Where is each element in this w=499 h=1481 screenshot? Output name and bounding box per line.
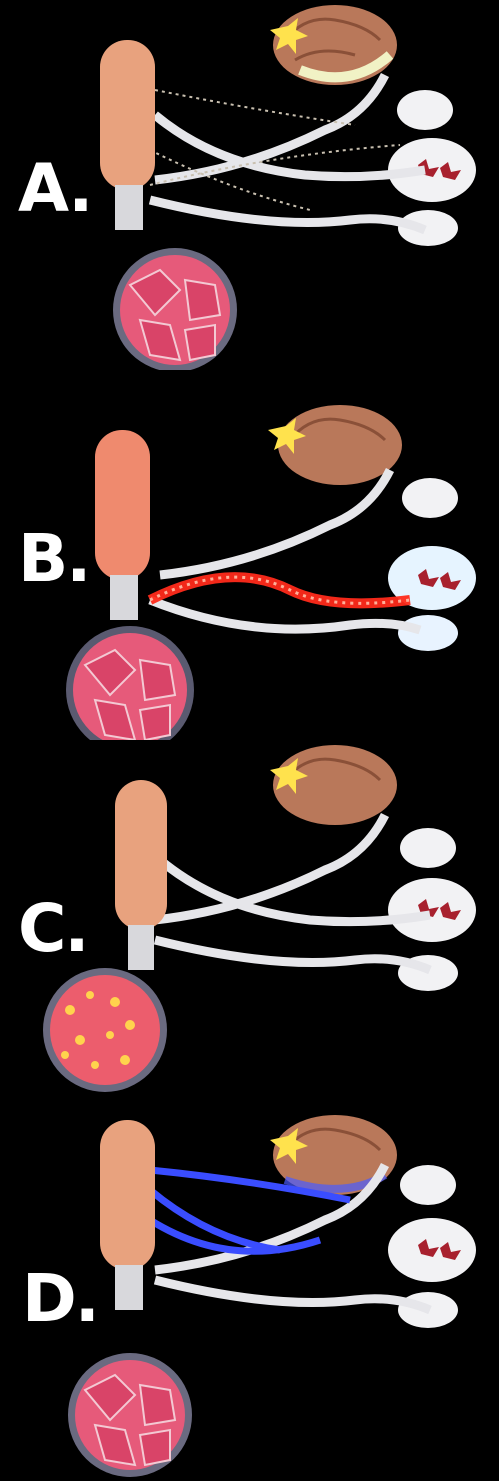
muscle-cross-section	[50, 975, 160, 1085]
panel-label-d: D.	[22, 1260, 98, 1337]
panel-d: D.	[0, 1110, 499, 1481]
panel-label-c: C.	[18, 890, 88, 967]
panel-label-b: B.	[18, 520, 89, 597]
finger	[100, 1120, 155, 1270]
nerve-ribbons	[150, 75, 425, 230]
spinal-sections	[388, 828, 476, 991]
panel-label-a: A.	[18, 150, 91, 227]
finger	[115, 780, 167, 930]
panel-a: A.	[0, 0, 499, 370]
finger	[95, 430, 150, 580]
panel-c: C.	[0, 740, 499, 1110]
panel-b: B.	[0, 370, 499, 740]
motor-efferent-glow	[150, 577, 410, 603]
finger	[100, 40, 155, 190]
